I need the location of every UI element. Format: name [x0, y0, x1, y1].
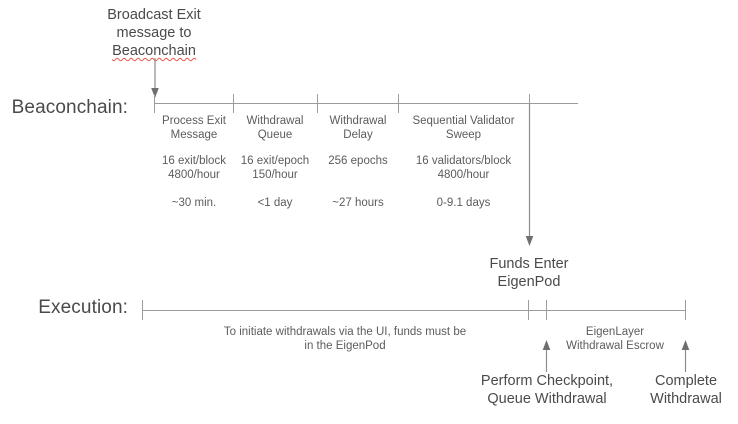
segment-3-rate-line-1: 256 epochs [328, 155, 388, 167]
complete-withdrawal-line-1: Complete [654, 373, 718, 389]
row-label-execution: Execution: [0, 297, 128, 319]
funds-enter-eigenpod-arrow [525, 104, 534, 246]
callout-line-3-misspelled: Beaconchain [112, 43, 196, 59]
segment-1-rate: 16 exit/block 4800/hour [148, 154, 240, 182]
segment-4-title-line-1: Sequential Validator [412, 115, 515, 127]
segment-1-rate-line-1: 16 exit/block [162, 155, 226, 167]
complete-withdrawal-line-2: Withdrawal [650, 391, 722, 407]
execution-ui-note: To initiate withdrawals via the UI, fund… [180, 325, 510, 353]
beaconchain-tick-3 [398, 94, 399, 113]
row-label-beaconchain: Beaconchain: [0, 97, 128, 119]
segment-3-title-line-2: Delay [343, 129, 373, 141]
funds-enter-line-1: Funds Enter [489, 256, 569, 272]
segment-4-title: Sequential Validator Sweep [398, 114, 529, 142]
segment-1-duration-text: ~30 min. [171, 197, 217, 209]
segment-4-duration: 0-9.1 days [398, 196, 529, 210]
perform-checkpoint-label: Perform Checkpoint, Queue Withdrawal [457, 372, 637, 408]
funds-enter-eigenpod-label: Funds Enter EigenPod [459, 255, 599, 291]
callout-line-2: message to [116, 25, 192, 41]
funds-enter-line-2: EigenPod [497, 274, 561, 290]
row-label-execution-text: Execution: [38, 297, 128, 318]
segment-1-duration: ~30 min. [148, 196, 240, 210]
perform-checkpoint-line-1: Perform Checkpoint, [480, 373, 614, 389]
beaconchain-tick-1 [233, 94, 234, 113]
segment-3-duration-text: ~27 hours [332, 197, 384, 209]
beaconchain-tick-start [154, 94, 155, 113]
segment-2-title-line-2: Queue [257, 129, 293, 141]
segment-1-rate-line-2: 4800/hour [168, 169, 220, 181]
execution-tick-complete [685, 300, 686, 320]
complete-withdrawal-label: Complete Withdrawal [641, 372, 731, 408]
segment-1-title: Process Exit Message [148, 114, 240, 142]
escrow-note-line-1: EigenLayer [585, 326, 645, 338]
segment-1-title-line-1: Process Exit [162, 115, 226, 127]
eigenlayer-escrow-note: EigenLayer Withdrawal Escrow [551, 325, 679, 353]
segment-2-duration-text: <1 day [257, 197, 293, 209]
segment-2-rate-line-2: 150/hour [252, 169, 298, 181]
execution-tick-escrow-start [546, 300, 547, 320]
execution-ui-note-line-1: To initiate withdrawals via the UI, fund… [223, 326, 467, 338]
segment-4-duration-text: 0-9.1 days [436, 197, 491, 209]
beaconchain-tick-2 [317, 94, 318, 113]
segment-2-title: Withdrawal Queue [229, 114, 321, 142]
segment-3-title: Withdrawal Delay [312, 114, 404, 142]
segment-2-duration: <1 day [229, 196, 321, 210]
segment-3-title-line-1: Withdrawal [329, 115, 387, 127]
segment-3-rate: 256 epochs [312, 154, 404, 168]
perform-checkpoint-line-2: Queue Withdrawal [487, 391, 607, 407]
broadcast-exit-callout: Broadcast Exit message to Beaconchain [44, 6, 264, 60]
execution-axis-line [142, 310, 685, 311]
escrow-note-line-2: Withdrawal Escrow [566, 340, 664, 352]
execution-tick-checkpoint [528, 300, 529, 320]
row-label-beaconchain-text: Beaconchain: [11, 97, 128, 118]
beaconchain-axis-line [154, 103, 578, 104]
execution-tick-start [142, 300, 143, 320]
segment-4-rate-line-2: 4800/hour [437, 169, 490, 181]
broadcast-to-beaconchain-arrow [151, 58, 159, 98]
segment-4-title-line-2: Sweep [445, 129, 482, 141]
segment-1-title-line-2: Message [170, 129, 218, 141]
segment-4-rate-line-1: 16 validators/block [415, 155, 512, 167]
callout-line-1: Broadcast Exit [107, 7, 201, 23]
segment-2-rate: 16 exit/epoch 150/hour [229, 154, 321, 182]
segment-2-title-line-1: Withdrawal [246, 115, 304, 127]
perform-checkpoint-arrow [542, 340, 551, 372]
segment-4-rate: 16 validators/block 4800/hour [398, 154, 529, 182]
execution-ui-note-line-2: in the EigenPod [304, 340, 386, 352]
segment-2-rate-line-1: 16 exit/epoch [240, 155, 310, 167]
segment-3-duration: ~27 hours [312, 196, 404, 210]
complete-withdrawal-arrow [681, 340, 690, 372]
beaconchain-tick-4 [529, 94, 530, 113]
